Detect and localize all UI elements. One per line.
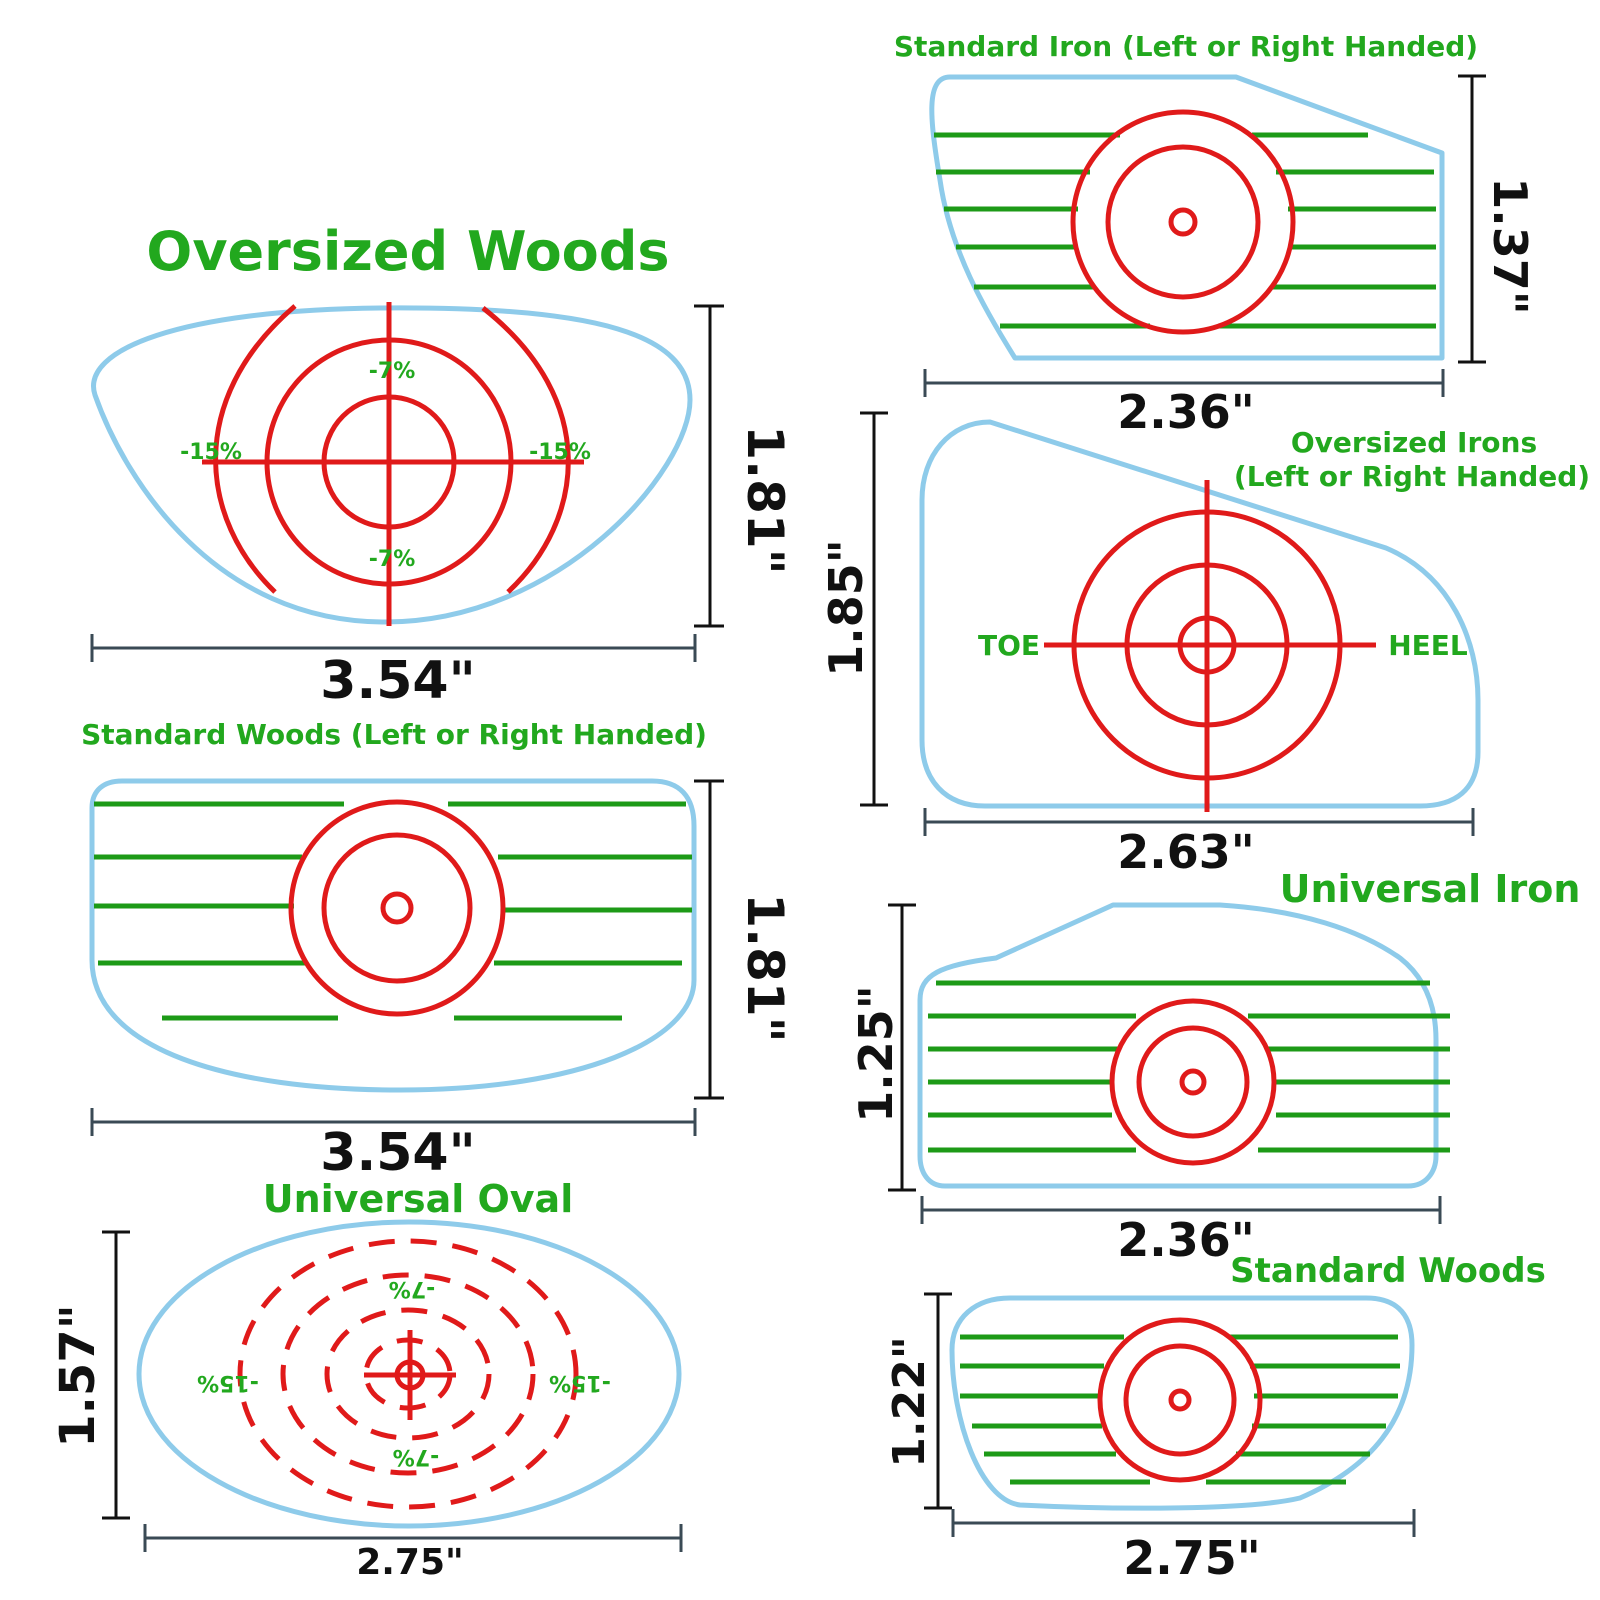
- standard-woods-outer-ring: [1097, 1317, 1263, 1483]
- universal-oval-ring-2: [280, 1272, 536, 1476]
- oversized-irons-width-rule: [923, 808, 1475, 836]
- standard-woods-lr-middle-ring: [321, 832, 473, 984]
- standard-iron-lr-width-label: 2.36": [1117, 385, 1254, 439]
- standard-iron-lr-center-dot: [1168, 207, 1198, 237]
- standard-woods-lr-outline: [89, 778, 697, 1093]
- oversized-irons-toe-label: TOE: [978, 629, 1040, 662]
- universal-iron-title: Universal Iron: [1280, 867, 1581, 911]
- oversized-irons-panel: Oversized Irons (Left or Right Handed) T…: [819, 411, 1590, 879]
- oversized-irons-title-line1: Oversized Irons: [1291, 426, 1537, 459]
- standard-woods-lr-panel: Standard Woods (Left or Right Handed) 1.…: [81, 718, 794, 1183]
- universal-oval-height-label: 1.57": [50, 1304, 106, 1447]
- standard-woods-height-label: 1.22": [884, 1336, 935, 1467]
- oversized-irons-height-label: 1.85": [819, 539, 873, 676]
- standard-iron-lr-title: Standard Iron (Left or Right Handed): [894, 30, 1478, 63]
- standard-woods-center-dot: [1168, 1388, 1192, 1412]
- universal-oval-width-rule: [143, 1524, 683, 1552]
- universal-iron-groove-lines: [928, 980, 1450, 1153]
- standard-iron-lr-groove-lines: [934, 132, 1436, 329]
- universal-oval-panel: Universal Oval -7% -7% -15% -15% 1.57" 2…: [50, 1177, 683, 1583]
- oversized-irons-height-rule: [860, 411, 888, 807]
- oversized-woods-pct-bottom: -7%: [369, 547, 415, 572]
- universal-iron-height-rule: [888, 903, 916, 1192]
- oversized-woods-panel: Oversized Woods -7% -7% -15% -15% 1.81" …: [90, 220, 794, 711]
- oversized-woods-title: Oversized Woods: [146, 220, 669, 283]
- standard-woods-width-label: 2.75": [1123, 1531, 1260, 1585]
- standard-iron-lr-height-label: 1.37": [1483, 177, 1537, 314]
- oversized-woods-width-label: 3.54": [320, 651, 475, 711]
- standard-iron-lr-middle-ring: [1105, 144, 1261, 300]
- standard-woods-width-rule: [951, 1509, 1416, 1537]
- standard-woods-panel: Standard Woods 1.22": [884, 1251, 1546, 1585]
- standard-woods-lr-outer-ring: [288, 799, 506, 1017]
- universal-oval-width-label: 2.75": [356, 1542, 464, 1583]
- oversized-woods-pct-left: -15%: [180, 440, 242, 465]
- universal-iron-height-label: 1.25": [849, 985, 903, 1122]
- standard-iron-lr-outline: [929, 74, 1445, 361]
- oversized-woods-pct-top: -7%: [369, 359, 415, 384]
- oversized-irons-heel-label: HEEL: [1388, 629, 1468, 662]
- standard-woods-lr-height-label: 1.81": [736, 893, 794, 1042]
- oversized-woods-width-rule: [90, 634, 697, 662]
- universal-iron-outline: [917, 902, 1439, 1189]
- oversized-irons-title-line2: (Left or Right Handed): [1234, 460, 1590, 493]
- standard-woods-groove-lines: [960, 1334, 1400, 1485]
- standard-woods-lr-title: Standard Woods (Left or Right Handed): [81, 718, 707, 751]
- standard-iron-lr-height-rule: [1458, 74, 1486, 364]
- universal-iron-center-dot: [1179, 1068, 1207, 1096]
- universal-oval-height-rule: [102, 1230, 130, 1520]
- universal-oval-pct-right: -15%: [549, 1370, 611, 1395]
- standard-woods-lr-width-label: 3.54": [320, 1123, 475, 1183]
- oversized-woods-right-arc: [481, 306, 571, 594]
- standard-woods-title: Standard Woods: [1230, 1251, 1546, 1291]
- standard-woods-lr-height-rule: [694, 779, 724, 1100]
- universal-oval-title: Universal Oval: [263, 1177, 573, 1221]
- oversized-irons-outline: [919, 419, 1481, 809]
- universal-iron-outer-ring: [1109, 998, 1277, 1166]
- universal-oval-outline: [136, 1219, 682, 1529]
- oversized-woods-left-arc: [213, 304, 297, 594]
- standard-woods-lr-width-rule: [90, 1108, 697, 1136]
- standard-iron-lr-width-rule: [923, 369, 1445, 397]
- universal-oval-ring-1: [237, 1238, 579, 1510]
- universal-iron-middle-ring: [1136, 1025, 1250, 1139]
- oversized-woods-height-rule: [694, 304, 724, 628]
- oversized-woods-height-label: 1.81": [736, 425, 794, 574]
- standard-woods-lr-center-dot: [380, 891, 414, 925]
- oversized-woods-pct-right: -15%: [529, 440, 591, 465]
- universal-oval-pct-bottom: -7%: [393, 1444, 439, 1469]
- universal-iron-width-label: 2.36": [1117, 1213, 1254, 1267]
- oversized-irons-width-label: 2.63": [1117, 825, 1254, 879]
- standard-iron-lr-panel: Standard Iron (Left or Right Handed) 1.3…: [894, 30, 1537, 439]
- standard-iron-lr-outer-ring: [1070, 109, 1296, 335]
- standard-woods-outline: [949, 1295, 1415, 1511]
- universal-oval-pct-top: -7%: [389, 1276, 435, 1301]
- standard-woods-middle-ring: [1123, 1343, 1237, 1457]
- universal-oval-ring-3: [324, 1307, 492, 1441]
- universal-oval-pct-left: -15%: [197, 1370, 259, 1395]
- universal-iron-panel: Universal Iron 1.25" 2.: [849, 867, 1580, 1267]
- oversized-woods-outline: [91, 305, 693, 625]
- standard-woods-height-rule: [924, 1292, 952, 1510]
- standard-woods-lr-groove-lines: [94, 801, 692, 1021]
- universal-iron-width-rule: [920, 1196, 1442, 1224]
